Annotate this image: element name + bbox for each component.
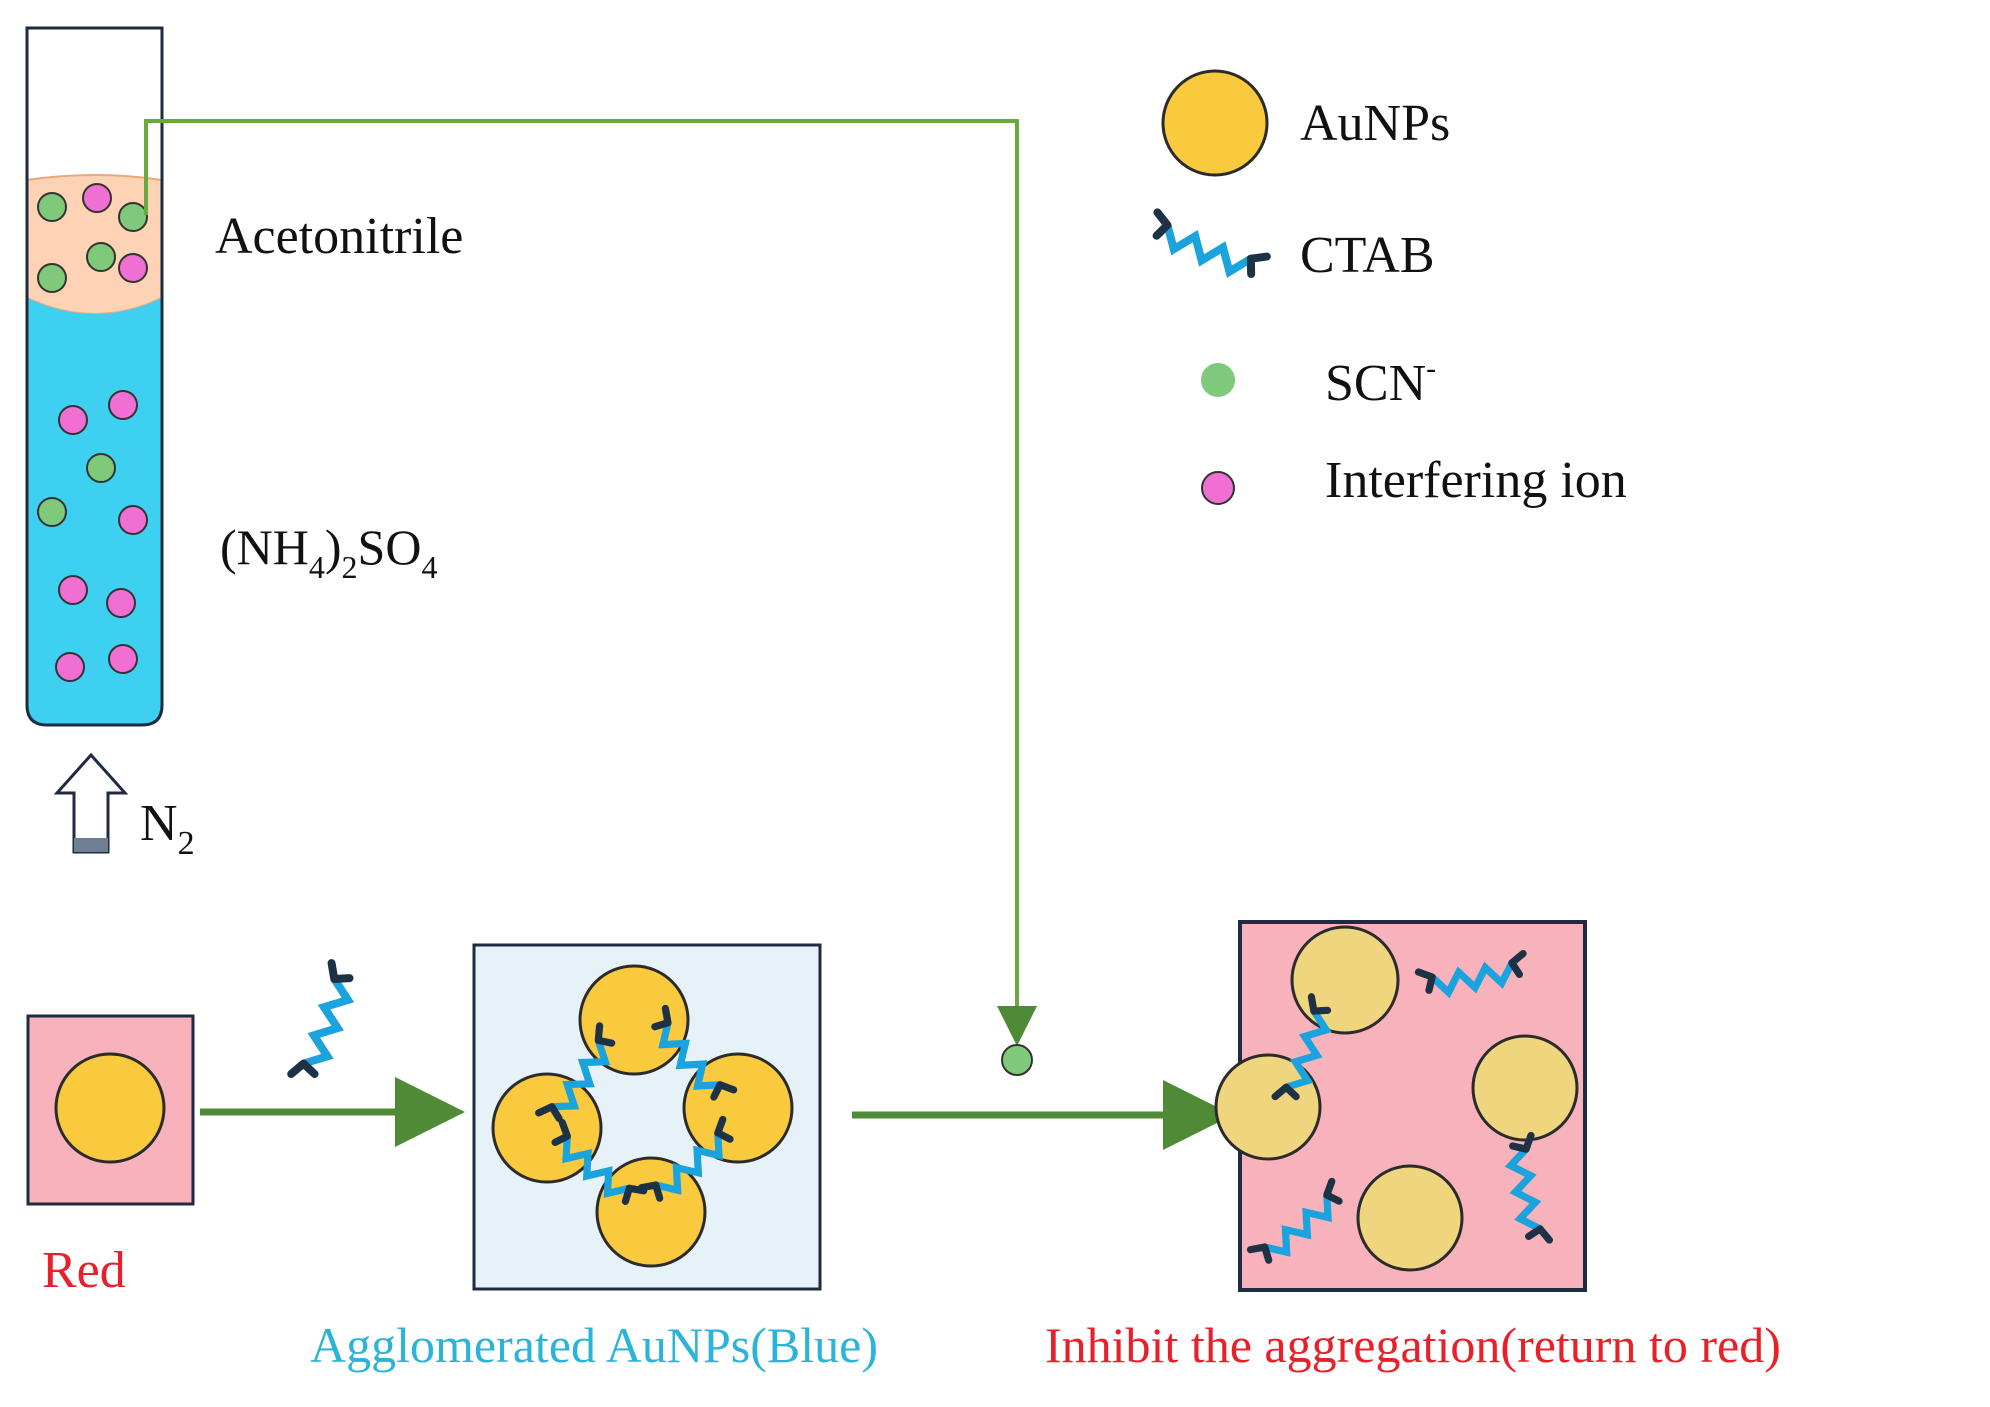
legend: AuNPs CTAB SCN- Interfering ion — [1147, 69, 1627, 509]
legend-interfering-label: Interfering ion — [1325, 452, 1627, 509]
caption-inhibit: Inhibit the aggregation(return to red) — [1045, 1317, 1781, 1373]
single-aunp — [54, 1052, 166, 1164]
legend-interfering-icon — [1201, 471, 1235, 505]
legend-ctab-icon — [1147, 212, 1267, 282]
dispersed-particles — [1214, 925, 1579, 1270]
acetonitrile-ions — [37, 183, 148, 293]
legend-scn-icon — [1201, 363, 1235, 397]
nitrogen-label: N2 — [140, 795, 195, 862]
caption-agglomerated: Agglomerated AuNPs(Blue) — [310, 1317, 878, 1373]
caption-red: Red — [42, 1242, 126, 1299]
extraction-transfer-line — [144, 119, 1037, 1046]
tube-outline — [25, 26, 164, 727]
legend-scn-label: SCN- — [1325, 352, 1436, 412]
aqueous-ions — [37, 390, 148, 682]
test-tube — [25, 26, 164, 727]
agglomerate-cluster — [491, 964, 794, 1268]
legend-aunp-icon — [1161, 69, 1269, 177]
scn-added-dot — [1001, 1044, 1033, 1076]
legend-ctab-label: CTAB — [1300, 227, 1435, 284]
nitrogen-arrow-icon — [53, 752, 129, 854]
acetonitrile-label: Acetonitrile — [215, 208, 463, 265]
ctab-added-icon — [291, 963, 358, 1083]
ammonium-sulfate-label: (NH4)2SO4 — [220, 519, 437, 585]
legend-aunps-label: AuNPs — [1300, 95, 1450, 152]
